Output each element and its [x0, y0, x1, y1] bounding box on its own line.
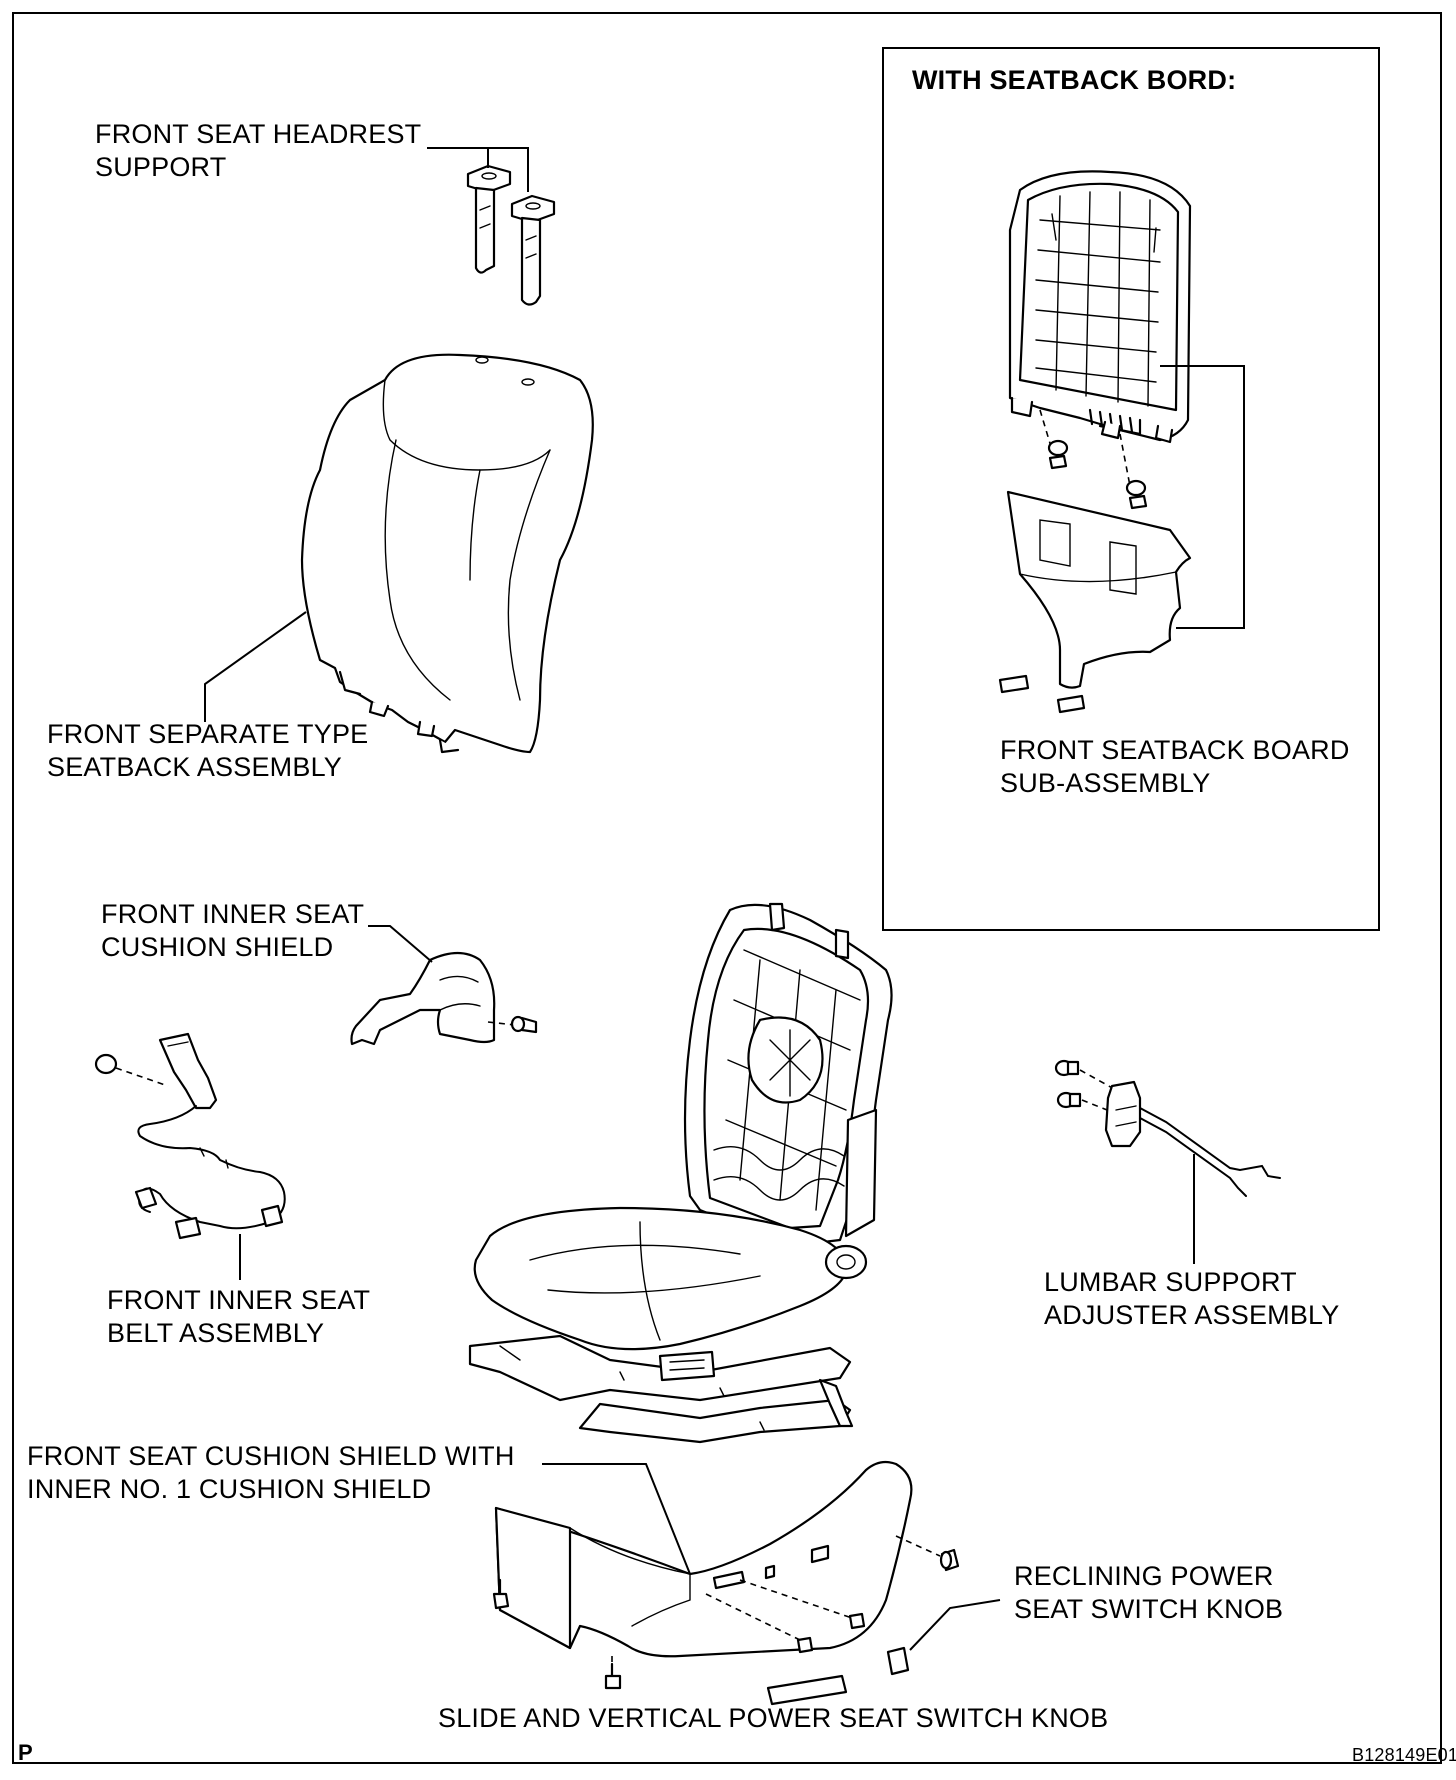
inner-seat-belt-label: FRONT INNER SEAT BELT ASSEMBLY [107, 1285, 371, 1348]
figure-frame [12, 12, 1442, 1764]
seatback-board-label: FRONT SEATBACK BOARD SUB-ASSEMBLY [1000, 735, 1350, 798]
seatback-assembly-label: FRONT SEPARATE TYPE SEATBACK ASSEMBLY [47, 719, 369, 782]
inner-seat-belt-assembly [94, 1032, 286, 1240]
figure-code: B128149E01 [1352, 1745, 1456, 1765]
seatback-board-inset-box [882, 47, 1380, 931]
corner-mark: P [18, 1740, 33, 1765]
headrest-leader-line [427, 147, 529, 192]
headrest-support-label: FRONT SEAT HEADREST SUPPORT [95, 119, 422, 182]
reclining-knob-label: RECLINING POWER SEAT SWITCH KNOB [1014, 1561, 1284, 1624]
seatback-board-clips [1039, 409, 1148, 510]
inner-seat-cushion-shield [350, 951, 538, 1046]
headrest-support-parts [466, 164, 556, 306]
cushion-shield [492, 1460, 960, 1706]
seatback-board-leader-line [1160, 365, 1245, 629]
seatback-leader-line [204, 611, 307, 722]
inner-shield-leader-line [368, 925, 433, 963]
reclining-knob-leader-line [909, 1599, 1001, 1651]
seat-frame-and-cushion [468, 902, 893, 1444]
slide-knob-label: SLIDE AND VERTICAL POWER SEAT SWITCH KNO… [438, 1703, 1109, 1733]
seatback-assembly [300, 353, 594, 754]
inner-cushion-shield-label: FRONT INNER SEAT CUSHION SHIELD [101, 899, 365, 962]
cushion-shield-leader-line [542, 1463, 691, 1575]
lumbar-adjuster-label: LUMBAR SUPPORT ADJUSTER ASSEMBLY [1044, 1267, 1340, 1330]
seatback-board-lower-panel [998, 490, 1192, 714]
cushion-shield-label: FRONT SEAT CUSHION SHIELD WITH INNER NO.… [27, 1441, 515, 1504]
inset-title: WITH SEATBACK BORD: [912, 65, 1237, 95]
seatback-board-rear-panel [1008, 170, 1192, 444]
lumbar-support-adjuster [1054, 1059, 1281, 1197]
